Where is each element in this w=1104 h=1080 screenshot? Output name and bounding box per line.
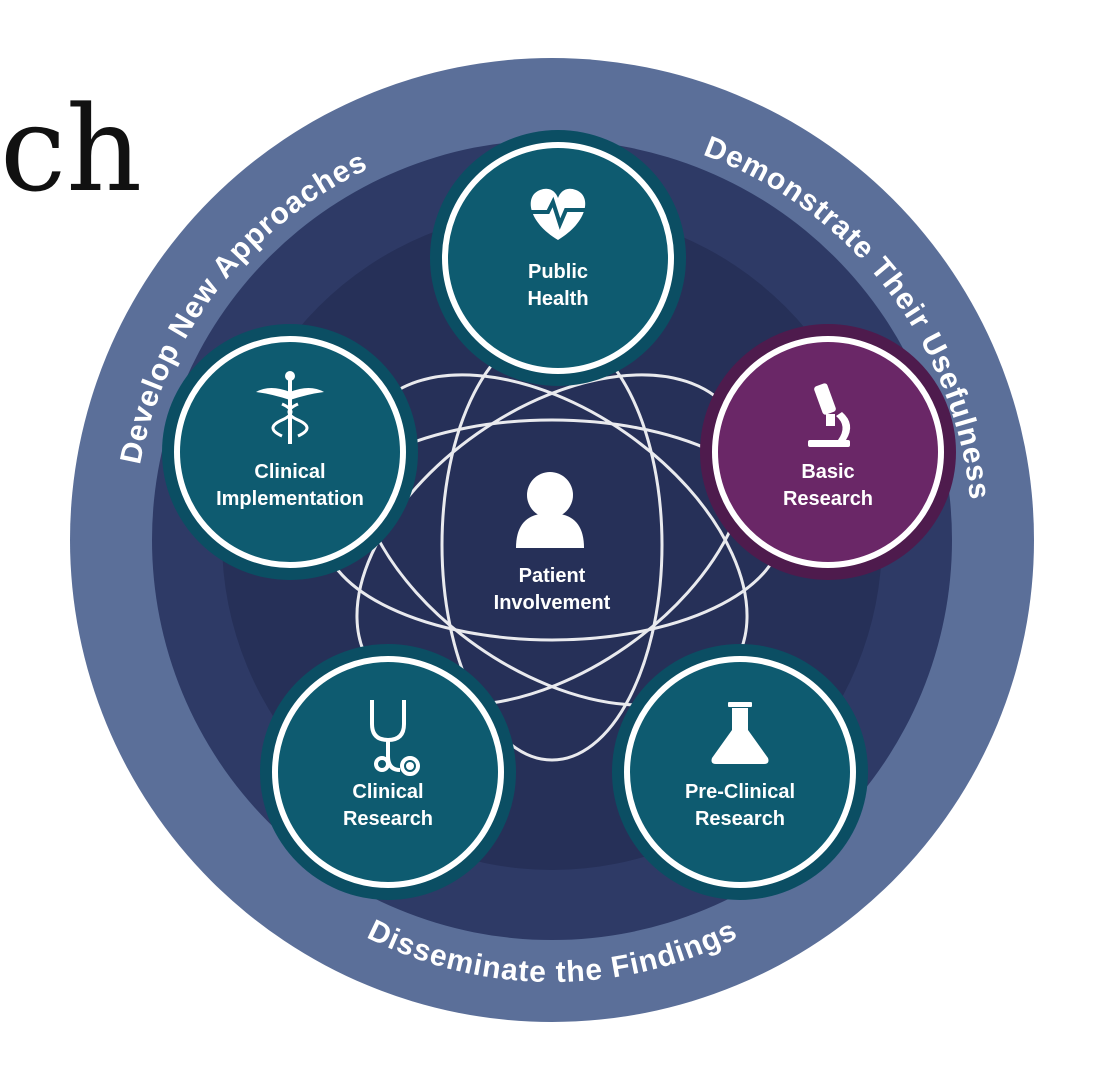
person-icon	[516, 472, 584, 548]
center-node: Patient Involvement	[494, 472, 611, 614]
node-label-line2: Implementation	[216, 488, 364, 510]
flask-icon	[711, 702, 769, 764]
stethoscope-icon	[370, 700, 420, 776]
node-label-line1: Basic	[801, 461, 854, 483]
center-label-line2: Involvement	[494, 592, 611, 614]
page-title-fragment: ch	[0, 80, 143, 218]
microscope-icon	[808, 383, 851, 447]
node-label-line1: Pre-Clinical	[685, 781, 795, 803]
node-label-line1: Public	[528, 261, 588, 283]
node-label-line2: Research	[343, 808, 433, 830]
center-label-line1: Patient	[519, 565, 586, 587]
node-pre-clinical-research: Pre-Clinical Research	[612, 644, 868, 900]
node-label-line2: Health	[527, 288, 588, 310]
node-basic-research: Basic Research	[700, 324, 956, 580]
node-label-line2: Research	[695, 808, 785, 830]
node-label-line2: Research	[783, 488, 873, 510]
node-clinical-research: Clinical Research	[260, 644, 516, 900]
node-clinical-implementation: Clinical Implementation	[162, 324, 418, 580]
caduceus-icon	[256, 371, 324, 444]
node-label-line1: Clinical	[352, 781, 423, 803]
node-public-health: Public Health	[430, 130, 686, 386]
node-label-line1: Clinical	[254, 461, 325, 483]
heart-pulse-icon	[530, 188, 586, 240]
